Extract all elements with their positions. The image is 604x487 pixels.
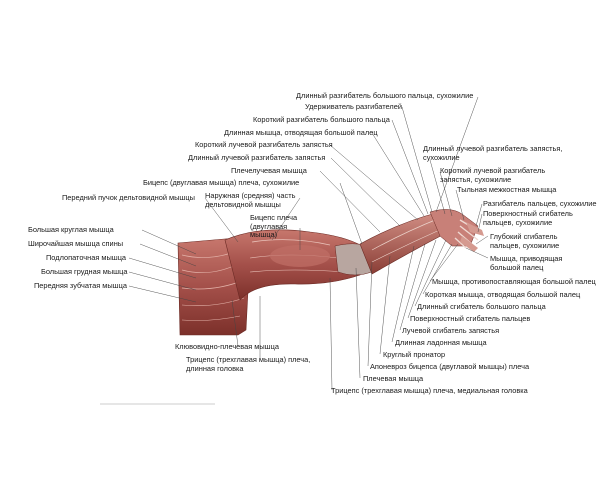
leader-line xyxy=(128,257,197,279)
leader-line xyxy=(429,159,446,215)
leader-line xyxy=(439,171,453,217)
label-anterior-deltoid: Передний пучок дельтовидной мышцы xyxy=(62,193,195,202)
hand-muscles xyxy=(429,209,479,247)
label-abductor-pollicis-brevis: Короткая мышца, отводящая большой палец xyxy=(425,290,581,299)
label-latissimus-dorsi: Широчайшая мышца спины xyxy=(28,239,124,248)
leader-line xyxy=(477,213,483,233)
label-opponens-pollicis: Мышца, противопоставляющая большой палец xyxy=(432,277,596,286)
leader-line xyxy=(141,229,197,255)
label-coracobrachialis: Клювовидно-плечевая мышца xyxy=(175,342,279,351)
leader-line xyxy=(329,144,419,221)
label-palmaris-longus: Длинная ладонная мышца xyxy=(395,338,487,347)
leader-lines xyxy=(128,96,489,391)
label-abductor-pollicis-longus: Длинная мышца, отводящая большой палец xyxy=(224,128,378,137)
leader-line xyxy=(139,243,197,267)
label-extensor-carpi-radialis-brevis: Короткий лучевой разгибатель запястья xyxy=(195,140,333,149)
label-fds-tendon: Поверхностный сгибатель пальцев, сухожил… xyxy=(483,209,573,227)
label-biceps: Бицепс плеча (двуглавая мышца) xyxy=(250,213,298,240)
faint-watermark-bar xyxy=(100,403,215,405)
leader-line xyxy=(339,182,363,245)
leader-line xyxy=(329,277,333,391)
label-deltoid-middle: Наружная (средняя) часть дельтовидной мы… xyxy=(205,191,296,209)
label-brachialis: Плечевая мышца xyxy=(363,374,424,383)
label-pectoralis-major: Большая грудная мышца xyxy=(41,267,128,276)
leader-line xyxy=(401,106,433,213)
leader-line xyxy=(231,299,239,347)
label-fds: Поверхностный сгибатель пальцев xyxy=(410,314,531,323)
leader-line xyxy=(355,267,361,379)
label-extensor-retinaculum: Удерживатель разгибателей xyxy=(305,102,402,111)
leader-line xyxy=(475,235,489,245)
leader-line xyxy=(455,189,465,221)
label-flexor-pollicis-longus: Длинный сгибатель большого пальца xyxy=(417,302,546,311)
label-biceps-tendon: Бицепс (двуглавая мышца) плеча, сухожили… xyxy=(143,178,300,187)
leader-line xyxy=(414,239,447,307)
label-dorsal-interosseous: Тыльная межкостная мышца xyxy=(457,185,557,194)
leader-line xyxy=(371,132,425,217)
leader-line xyxy=(330,157,401,227)
label-teres-major: Большая круглая мышца xyxy=(28,225,114,234)
label-ecrb-tendon: Короткий лучевой разгибатель запястья, с… xyxy=(440,166,546,184)
label-ecrl-tendon: Длинный лучевой разгибатель запястья, су… xyxy=(423,144,563,162)
label-brachioradialis: Плечелучевая мышца xyxy=(231,166,307,175)
label-fdp-tendon: Глубокий сгибатель пальцев, сухожилие xyxy=(490,232,560,250)
label-serratus-anterior: Передняя зубчатая мышца xyxy=(34,281,127,290)
leader-line xyxy=(271,197,301,241)
label-extensor-pollicis-brevis: Короткий разгибатель большого пальца xyxy=(253,115,390,124)
label-adductor-pollicis: Мышца, приводящая большой палец xyxy=(490,254,563,272)
leader-line xyxy=(391,245,415,343)
leader-line xyxy=(407,239,437,319)
leader-line xyxy=(399,243,426,331)
label-flexor-carpi-radialis: Лучевой сгибатель запястья xyxy=(402,326,500,335)
leader-line xyxy=(391,119,429,215)
label-extensor-pollicis-longus-tendon: Длинный разгибатель большого пальца, сух… xyxy=(296,91,474,100)
leader-line xyxy=(379,255,391,355)
label-triceps-medial-head: Трицепс (трехглавая мышца) плеча, медиал… xyxy=(331,386,528,395)
leader-line xyxy=(319,170,381,233)
leader-line xyxy=(128,285,197,303)
label-subscapularis: Подлопаточная мышца xyxy=(46,253,127,262)
leader-line xyxy=(367,261,373,367)
leader-line xyxy=(429,243,459,282)
leader-line xyxy=(465,247,489,259)
label-extensor-carpi-radialis-longus: Длинный лучевой разгибатель запястья xyxy=(188,153,326,162)
leader-line xyxy=(475,203,483,227)
leader-line xyxy=(422,243,453,295)
leader-line xyxy=(128,271,197,291)
leader-line xyxy=(204,197,239,243)
label-extensor-digitorum-tendon: Разгибатель пальцев, сухожилие xyxy=(483,199,597,208)
label-bicipital-aponeurosis: Апоневроз бицепса (двуглавой мышцы) плеч… xyxy=(370,362,530,371)
label-triceps-long-head: Трицепс (трехглавая мышца) плеча, длинна… xyxy=(186,355,311,373)
leader-line xyxy=(435,96,479,213)
label-pronator-teres: Круглый пронатор xyxy=(383,350,446,359)
